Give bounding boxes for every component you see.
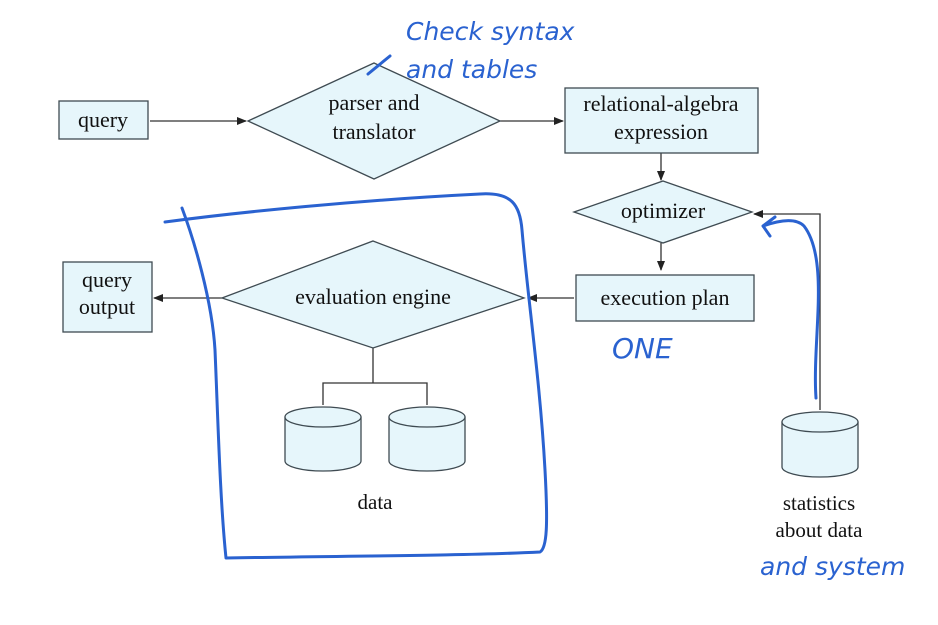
data-cylinder-2 bbox=[388, 406, 466, 472]
handwritten-annotations: Check syntax and tables ONE and system bbox=[163, 17, 905, 581]
ink-and-system: and system bbox=[760, 552, 905, 581]
statistics-cylinder bbox=[781, 411, 859, 478]
query-node: query bbox=[58, 100, 149, 140]
relational-label-line-2: expression bbox=[614, 119, 708, 144]
edge-stem-to-data bbox=[322, 382, 428, 405]
query-output-label-line-2: output bbox=[79, 294, 135, 319]
parser-label-line-2: translator bbox=[332, 119, 416, 144]
ink-arrow-to-optimizer bbox=[761, 215, 820, 400]
query-output-label-line-1: query bbox=[82, 267, 132, 292]
optimizer-node: optimizer bbox=[572, 180, 754, 244]
ink-one: ONE bbox=[612, 332, 673, 365]
statistics-label-line-2: about data bbox=[776, 518, 864, 542]
ink-check-syntax-line-1: Check syntax bbox=[406, 17, 575, 46]
ink-enclosing-loop bbox=[163, 192, 549, 560]
query-label: query bbox=[78, 107, 128, 132]
relational-label-line-1: relational-algebra bbox=[583, 91, 738, 116]
ink-stroke-near-parser bbox=[366, 54, 392, 76]
data-label: data bbox=[358, 490, 394, 514]
execution-plan-label: execution plan bbox=[601, 285, 730, 310]
parser-translator-node: parser and translator bbox=[246, 62, 502, 180]
data-cylinder-1 bbox=[284, 406, 362, 472]
optimizer-label: optimizer bbox=[621, 198, 706, 223]
relational-algebra-node: relational-algebra expression bbox=[564, 87, 759, 154]
evaluation-engine-node: evaluation engine bbox=[220, 240, 526, 349]
edge-statistics-to-optimizer bbox=[753, 210, 821, 410]
execution-plan-node: execution plan bbox=[575, 274, 755, 322]
query-output-node: query output bbox=[62, 261, 153, 333]
parser-label-line-1: parser and bbox=[328, 90, 419, 115]
evaluation-engine-label: evaluation engine bbox=[295, 284, 451, 309]
statistics-label-line-1: statistics bbox=[783, 491, 855, 515]
ink-check-syntax-line-2: and tables bbox=[406, 55, 537, 84]
connectors bbox=[150, 117, 821, 410]
